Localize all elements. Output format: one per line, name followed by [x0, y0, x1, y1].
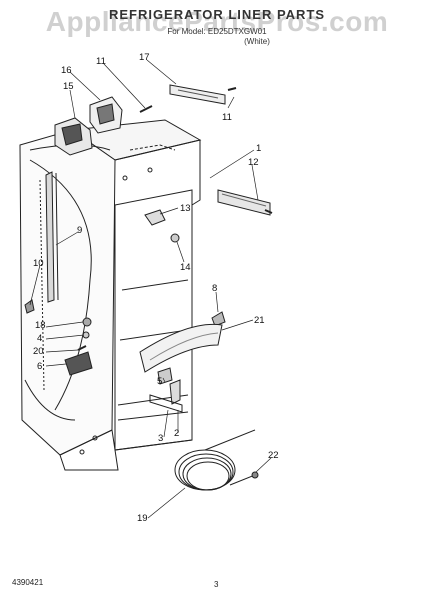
callout-11-right: 11 — [222, 112, 232, 123]
shelf-cover — [139, 323, 223, 373]
callout-10: 10 — [33, 258, 44, 269]
leader-lines — [29, 59, 272, 519]
model-label: For Model: ED25DTXGW01 — [167, 27, 267, 36]
callout-2: 2 — [174, 428, 180, 439]
screw-upper — [139, 105, 153, 113]
callout-8: 8 — [212, 283, 218, 294]
callout-4: 4 — [37, 333, 43, 344]
left-assembly — [24, 299, 93, 376]
callout-17: 17 — [139, 52, 150, 63]
coiled-cable — [174, 429, 259, 491]
callout-20: 20 — [33, 346, 44, 357]
control-housing — [54, 96, 123, 156]
callout-9: 9 — [77, 225, 83, 236]
footer-part-number: 4390421 — [12, 578, 44, 587]
callout-21: 21 — [254, 315, 265, 326]
callout-6: 6 — [37, 361, 43, 372]
callout-15: 15 — [63, 81, 74, 92]
callout-22: 22 — [268, 450, 279, 461]
callout-1: 1 — [256, 143, 262, 154]
callout-11-upper: 11 — [96, 56, 106, 67]
callout-5: 5 — [157, 376, 163, 387]
side-channel — [217, 189, 273, 216]
callout-19: 19 — [137, 513, 148, 524]
lower-assembly — [149, 367, 183, 413]
liner-body — [19, 119, 202, 471]
vertical-rail — [45, 171, 55, 303]
watermark: AppliancePartsPros.com — [45, 6, 389, 37]
footer-page-number: 3 — [214, 580, 219, 589]
callout-18: 18 — [35, 320, 46, 331]
callout-13: 13 — [180, 203, 191, 214]
fastener — [211, 311, 226, 327]
callout-12: 12 — [248, 157, 259, 168]
callout-3: 3 — [158, 433, 164, 444]
callout-14: 14 — [180, 262, 191, 273]
callout-16: 16 — [61, 65, 72, 76]
top-bracket — [169, 84, 237, 105]
color-label: (White) — [244, 37, 270, 46]
diagram-title: REFRIGERATOR LINER PARTS — [108, 7, 326, 22]
